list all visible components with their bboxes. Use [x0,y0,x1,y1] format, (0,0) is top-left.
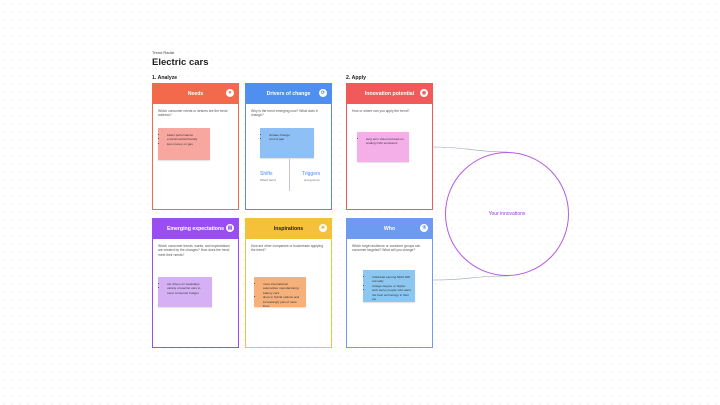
sticky-note-who[interactable]: Individual earning $100,000 annually col… [363,270,415,302]
shifts-triggers: Shifts (Short term) Triggers (Long term) [260,159,320,193]
shifts-sub: (Short term) [260,178,277,182]
section-analyze: 1. Analyze [152,75,178,81]
note-item: climate change [269,133,310,137]
card-potential-prompt: How or where can you apply the trend? [352,109,410,113]
note-item: less money on gas [167,142,206,146]
card-needs-header: Needs ♥ [153,84,238,104]
card-drivers-header: Drivers of change ⟳ [246,84,331,104]
sticky-note-potential[interactable]: long term vision focused on scaling CO2 … [357,132,409,162]
cycle-icon: ⟳ [319,89,327,97]
sticky-note-needs[interactable]: better performance environmental friendl… [158,128,210,160]
note-item: cost of gas [269,137,310,141]
sticky-note-drivers[interactable]: climate change cost of gas [260,128,314,158]
lightbulb-icon: ☀ [319,224,327,232]
note-item: college degree or higher [372,284,411,288]
section-apply: 2. Apply [346,75,366,81]
card-expectations[interactable]: Emerging expectations ▤ Which consumer t… [152,218,239,348]
card-inspirations-prompt: How are other companies or businesses ap… [251,244,324,253]
card-who-title: Who [383,226,396,232]
card-potential-title: Innovation potential [364,91,415,97]
note-item: more international automotive manufactur… [263,282,302,295]
note-item: long term vision focused on scaling CO2 … [366,137,405,146]
note-item: environmental friendly [167,137,206,141]
chart-icon: ▤ [226,224,234,232]
innovations-circle[interactable]: Your innovations [445,152,569,276]
card-needs[interactable]: Needs ♥ Which consumer needs or desires … [152,83,239,210]
card-inspirations-header: Inspirations ☀ [246,219,331,239]
card-inspirations-title: Inspirations [273,226,304,232]
board-title: Electric cars [152,57,209,68]
card-potential-header: Innovation potential ◉ [347,84,432,104]
card-who[interactable]: Who ⚗ Which target audience or customer … [346,218,433,348]
card-potential[interactable]: Innovation potential ◉ How or where can … [346,83,433,210]
card-inspirations[interactable]: Inspirations ☀ How are other companies o… [245,218,332,348]
triggers-label: Triggers [302,171,321,177]
note-item: shop in hybrid options and increasingly … [263,295,302,308]
note-item: tech savvy people who want the best tech… [372,288,411,301]
card-drivers[interactable]: Drivers of change ⟳ Why is the trend eme… [245,83,332,210]
board-label: Trend Radar [152,50,175,55]
note-item: Individual earning $100,000 annually [372,275,411,284]
card-expectations-header: Emerging expectations ▤ [153,219,238,239]
heart-icon: ♥ [226,89,234,97]
card-who-header: Who ⚗ [347,219,432,239]
card-needs-title: Needs [187,91,204,97]
note-item: variety of electric cars to meet consume… [167,286,208,295]
flask-icon: ⚗ [420,224,428,232]
card-expectations-prompt: Which consumer trends, wants, and expect… [158,244,230,257]
card-drivers-prompt: Why is the trend emerging now? What does… [251,109,318,118]
sticky-note-expectations[interactable]: car driven on weekdays variety of electr… [158,277,212,307]
card-expectations-title: Emerging expectations [166,226,225,232]
note-item: better performance [167,133,206,137]
shifts-label: Shifts [260,171,273,177]
bulb-icon: ◉ [420,89,428,97]
shifts-divider [289,159,290,191]
innovations-label: Your innovations [488,211,526,217]
card-needs-prompt: Which consumer needs or desires are the … [158,109,228,118]
sticky-note-inspirations[interactable]: more international automotive manufactur… [254,277,306,308]
card-who-prompt: Which target audience or customer groups… [352,244,421,253]
note-item: car driven on weekdays [167,282,208,286]
card-drivers-title: Drivers of change [266,91,311,97]
triggers-sub: (Long term) [304,178,320,182]
